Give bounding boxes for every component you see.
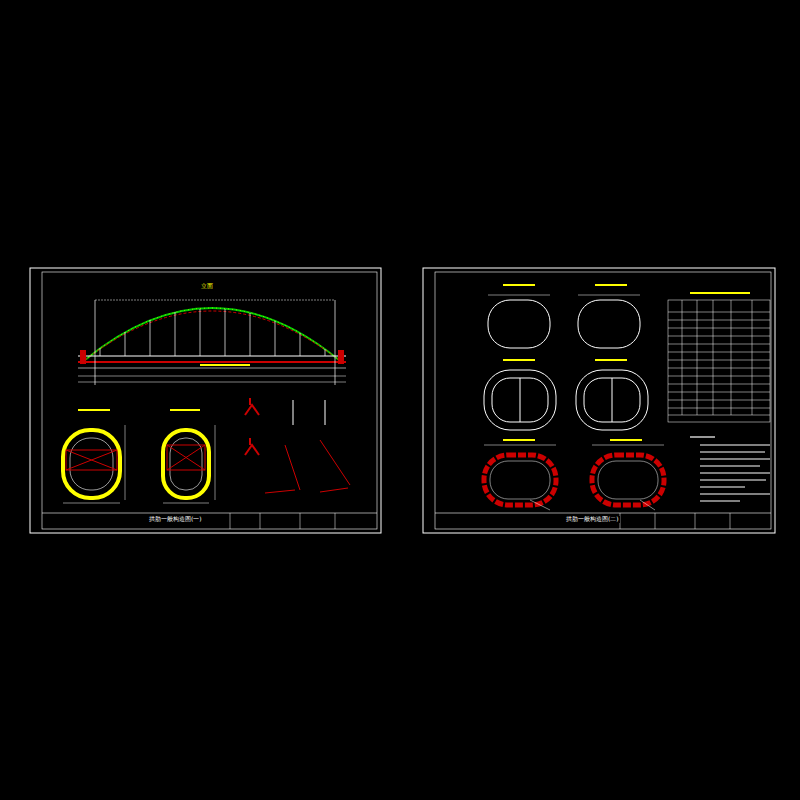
drawing-title: 拱肋一般构造图(一) [148,516,203,523]
drawing-title: 拱肋一般构造图(二) [565,516,620,523]
view-title: 立面 [200,283,214,290]
